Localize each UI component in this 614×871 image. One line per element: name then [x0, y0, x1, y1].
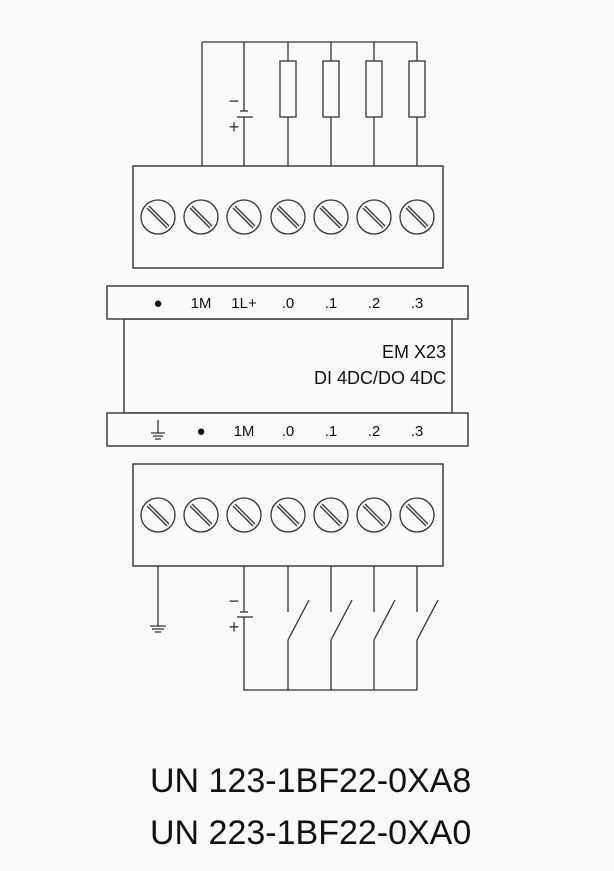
terminal-screw — [313, 497, 349, 533]
battery-plus: + — [229, 617, 240, 637]
terminal-label: .2 — [368, 295, 381, 312]
terminal-label: ● — [196, 423, 205, 440]
terminal-label: 1L+ — [231, 295, 257, 312]
terminal-screw — [183, 199, 219, 235]
terminal-screw — [183, 497, 219, 533]
load-resistor — [322, 42, 340, 166]
input-switch — [416, 566, 439, 690]
output-circuit: − + — [201, 41, 426, 166]
part-number-1: UN 123-1BF22-0XA8 — [150, 762, 471, 800]
terminal-screw — [140, 199, 176, 235]
load-resistor — [365, 42, 383, 166]
terminal-screw — [140, 497, 176, 533]
terminal-screw — [313, 199, 349, 235]
bottom-label-strip — [106, 412, 469, 447]
top-label-strip — [106, 285, 469, 320]
terminal-screw — [270, 199, 306, 235]
module-description: DI 4DC/DO 4DC — [314, 368, 446, 388]
battery-plus: + — [229, 117, 240, 137]
module-body — [123, 318, 453, 414]
terminal-label: .1 — [325, 295, 338, 312]
terminal-label: .0 — [282, 423, 295, 440]
terminal-screw — [226, 199, 262, 235]
load-resistor — [279, 42, 297, 166]
terminal-label: 1M — [234, 423, 255, 440]
bottom-terminal-block — [132, 463, 444, 567]
top-terminal-block — [132, 165, 444, 269]
input-switch — [373, 566, 396, 690]
terminal-label: ● — [153, 295, 162, 312]
terminal-label: 1M — [191, 295, 212, 312]
terminal-screw — [399, 199, 435, 235]
terminal-screw — [356, 497, 392, 533]
terminal-label: .3 — [411, 423, 424, 440]
terminal-label: .3 — [411, 295, 424, 312]
ground-icon — [151, 420, 165, 440]
terminal-label: .0 — [282, 295, 295, 312]
battery-minus: − — [229, 91, 240, 111]
battery-minus: − — [229, 591, 240, 611]
input-circuit: − + — [150, 566, 439, 691]
terminal-screw — [356, 199, 392, 235]
part-number-2: UN 223-1BF22-0XA0 — [150, 814, 471, 852]
terminal-label: .2 — [368, 423, 381, 440]
terminal-screw — [270, 497, 306, 533]
module-name: EM X23 — [382, 342, 446, 362]
terminal-screw — [226, 497, 262, 533]
input-switch — [330, 566, 353, 690]
load-resistor — [408, 42, 426, 166]
ground-icon — [150, 625, 166, 633]
input-switch — [287, 566, 310, 690]
terminal-screw — [399, 497, 435, 533]
terminal-label: .1 — [325, 423, 338, 440]
